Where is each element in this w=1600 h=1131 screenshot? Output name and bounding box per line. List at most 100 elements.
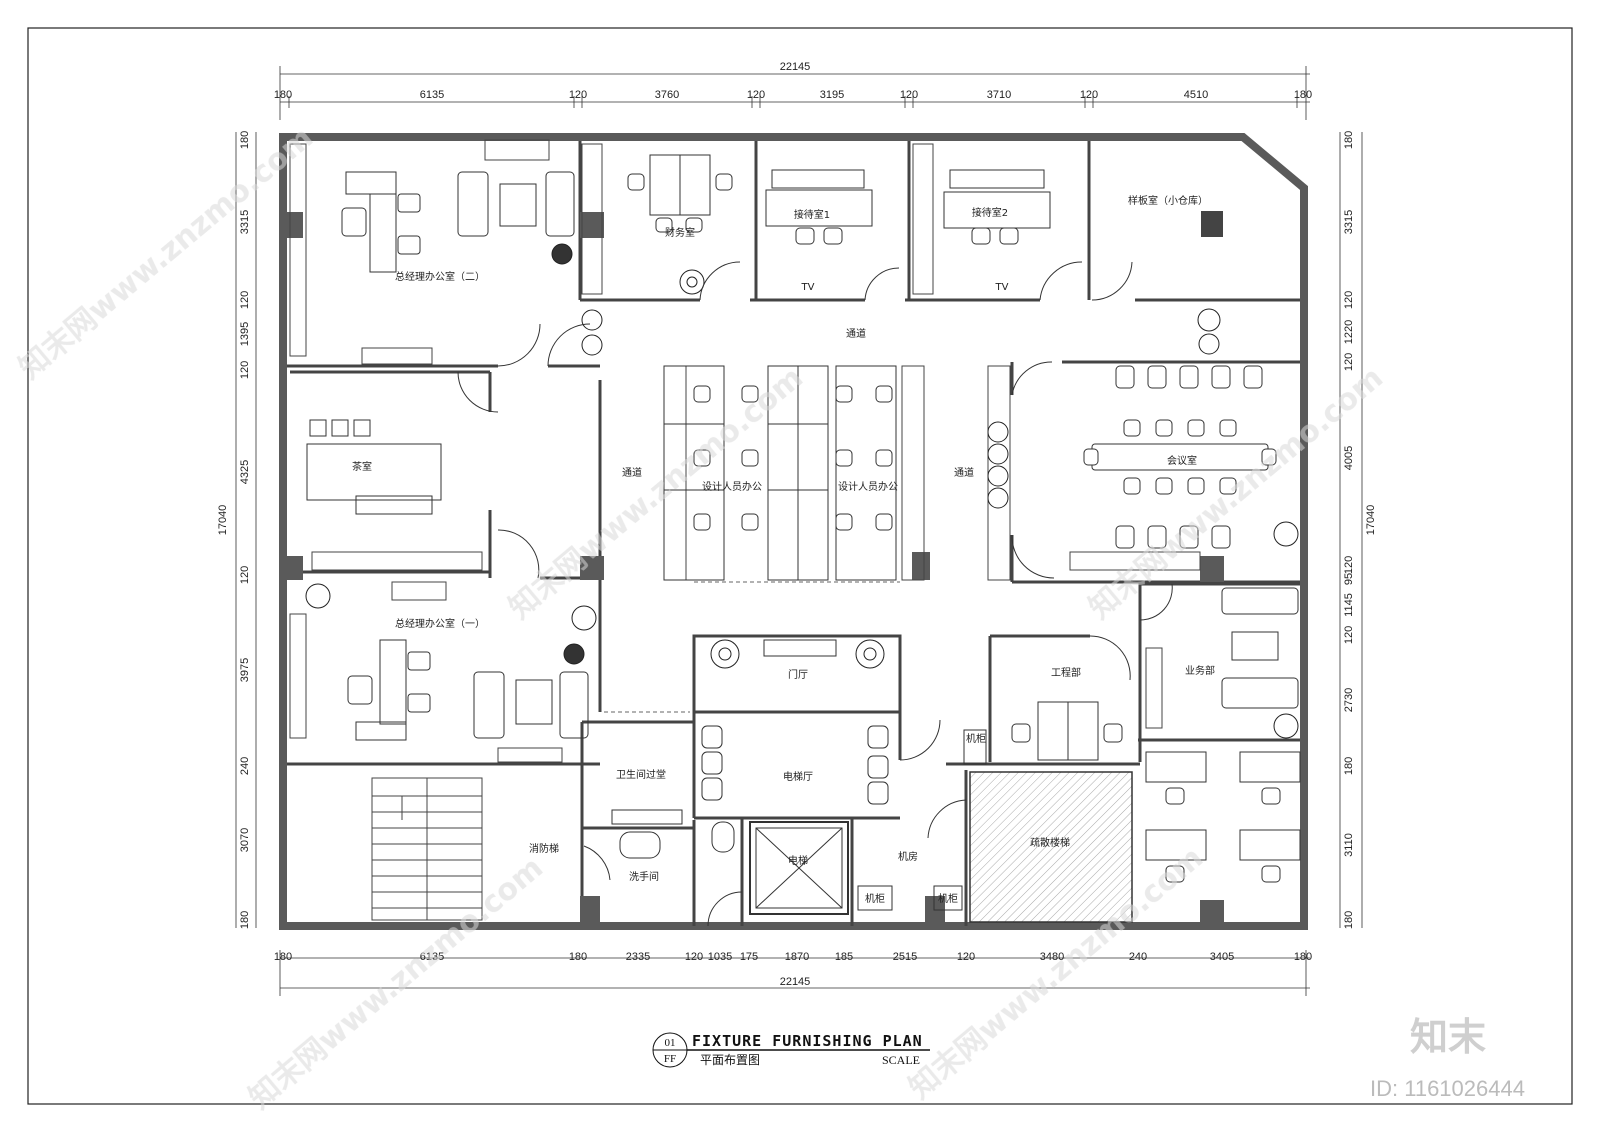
dim-left-10: 3070 (239, 828, 251, 852)
label-tv-1: TV (801, 282, 815, 293)
label-finance: 财务室 (665, 226, 695, 239)
dimension-bottom (279, 950, 1310, 996)
dim-right-total: 17040 (1365, 505, 1377, 536)
label-cabinet-1: 机柜 (966, 732, 986, 745)
label-sales: 业务部 (1185, 664, 1215, 677)
dim-right-6: 4005 (1343, 446, 1355, 470)
title-block: 01 FF FIXTURE FURNISHING PLAN 平面布置图 SCAL… (652, 1032, 930, 1068)
dim-top-9: 120 (1080, 89, 1098, 101)
dim-right-3: 120 (1343, 291, 1355, 309)
dim-right-11: 2730 (1343, 688, 1355, 712)
label-cabinet-3: 机柜 (938, 892, 958, 905)
interior-walls (287, 141, 1300, 926)
dim-bottom-14: 3405 (1210, 951, 1234, 963)
label-gm-office-1: 总经理办公室（一） (395, 617, 485, 630)
watermark-text-1: 知末网www.znzmo.com (13, 120, 320, 386)
dim-right-12: 180 (1343, 757, 1355, 775)
dim-top-6: 3195 (820, 89, 844, 101)
label-corridor-right: 通道 (954, 466, 974, 479)
label-tea-room: 茶室 (352, 460, 372, 473)
dim-right-2: 3315 (1343, 210, 1355, 234)
dim-right-4: 1220 (1343, 320, 1355, 344)
dim-left-11: 180 (239, 911, 251, 929)
dimension-top (279, 66, 1310, 120)
dim-left-9: 240 (239, 757, 251, 775)
dim-left-6: 4325 (239, 460, 251, 484)
dim-bottom-1: 180 (274, 951, 292, 963)
dim-right-5: 120 (1343, 353, 1355, 371)
plants (305, 243, 1299, 739)
dim-bottom-12: 3480 (1040, 951, 1064, 963)
dim-right-7: 120 (1343, 556, 1355, 574)
label-gm-office-2: 总经理办公室（二） (395, 270, 485, 283)
watermarks: 知末网www.znzmo.com 知末网www.znzmo.com 知末网www… (13, 120, 1390, 1116)
label-tv-2: TV (995, 282, 1009, 293)
dim-left-8: 3975 (239, 658, 251, 682)
dimension-right (1339, 132, 1363, 928)
dim-bottom-5: 120 (685, 951, 703, 963)
watermark-logo: 知末 (1410, 1015, 1486, 1059)
dim-bottom-3: 180 (569, 951, 587, 963)
dim-bottom-9: 185 (835, 951, 853, 963)
label-engineering: 工程部 (1051, 666, 1081, 679)
dim-left-5: 120 (239, 361, 251, 379)
outer-walls (279, 133, 1308, 930)
watermark-id: ID: 1161026444 (1370, 1076, 1525, 1101)
label-corridor-left: 通道 (622, 466, 642, 479)
dim-bottom-11: 120 (957, 951, 975, 963)
dim-top-8: 3710 (987, 89, 1011, 101)
dim-right-9: 1145 (1343, 593, 1355, 617)
elevator-shaft (749, 821, 849, 915)
label-fire-stair: 消防梯 (529, 842, 559, 855)
label-designers-1: 设计人员办公 (702, 480, 762, 493)
dim-bottom-10: 2515 (893, 951, 917, 963)
label-designers-2: 设计人员办公 (838, 480, 898, 493)
label-restroom-passage: 卫生间过堂 (616, 768, 666, 781)
dim-top-2: 6135 (420, 89, 444, 101)
sheet-border (27, 27, 1573, 1105)
dim-bottom-2: 6135 (420, 951, 444, 963)
dim-bottom-total: 22145 (780, 976, 811, 988)
dim-left-7: 120 (239, 566, 251, 584)
label-corridor-top: 通道 (846, 327, 866, 340)
dim-bottom-7: 175 (740, 951, 758, 963)
dim-top-1: 180 (274, 89, 292, 101)
dim-right-14: 180 (1343, 911, 1355, 929)
fire-stair-treads (371, 777, 483, 921)
label-lobby: 门厅 (788, 668, 808, 681)
drawing-title: FIXTURE FURNISHING PLAN (692, 1032, 923, 1050)
chairs (627, 173, 1281, 883)
dim-bottom-4: 2335 (626, 951, 650, 963)
dim-bottom-13: 240 (1129, 951, 1147, 963)
label-meeting-room: 会议室 (1167, 454, 1197, 467)
drawing-code: FF (664, 1053, 676, 1065)
evac-stair-hatch (969, 771, 1133, 923)
dim-right-10: 120 (1343, 626, 1355, 644)
label-elevator-hall: 电梯厅 (783, 770, 813, 783)
dim-top-11: 180 (1294, 89, 1312, 101)
wall-cabinets (289, 139, 1201, 763)
dim-left-3: 120 (239, 291, 251, 309)
dim-top-total: 22145 (780, 61, 811, 73)
dim-top-10: 4510 (1184, 89, 1208, 101)
label-elevator: 电梯 (788, 854, 808, 867)
label-reception-1: 接待室1 (794, 208, 830, 221)
structural-columns (283, 211, 1224, 926)
drawing-number: 01 (665, 1037, 676, 1049)
label-sample-room: 样板室（小仓库） (1128, 194, 1208, 207)
dim-left-1: 180 (239, 131, 251, 149)
dim-right-1: 180 (1343, 131, 1355, 149)
dim-right-13: 3110 (1343, 833, 1355, 857)
dim-left-total: 17040 (217, 505, 229, 536)
dim-right-8: 95 (1343, 573, 1355, 585)
dim-top-4: 3760 (655, 89, 679, 101)
door-swings (457, 261, 1173, 927)
drawing-scale: SCALE (882, 1053, 920, 1067)
dashed-zones (604, 581, 900, 713)
label-washroom: 洗手间 (629, 870, 659, 883)
dim-bottom-8: 1870 (785, 951, 809, 963)
dim-bottom-15: 180 (1294, 951, 1312, 963)
label-cabinet-2: 机柜 (865, 892, 885, 905)
dim-top-7: 120 (900, 89, 918, 101)
drawing-subtitle: 平面布置图 (700, 1053, 760, 1067)
